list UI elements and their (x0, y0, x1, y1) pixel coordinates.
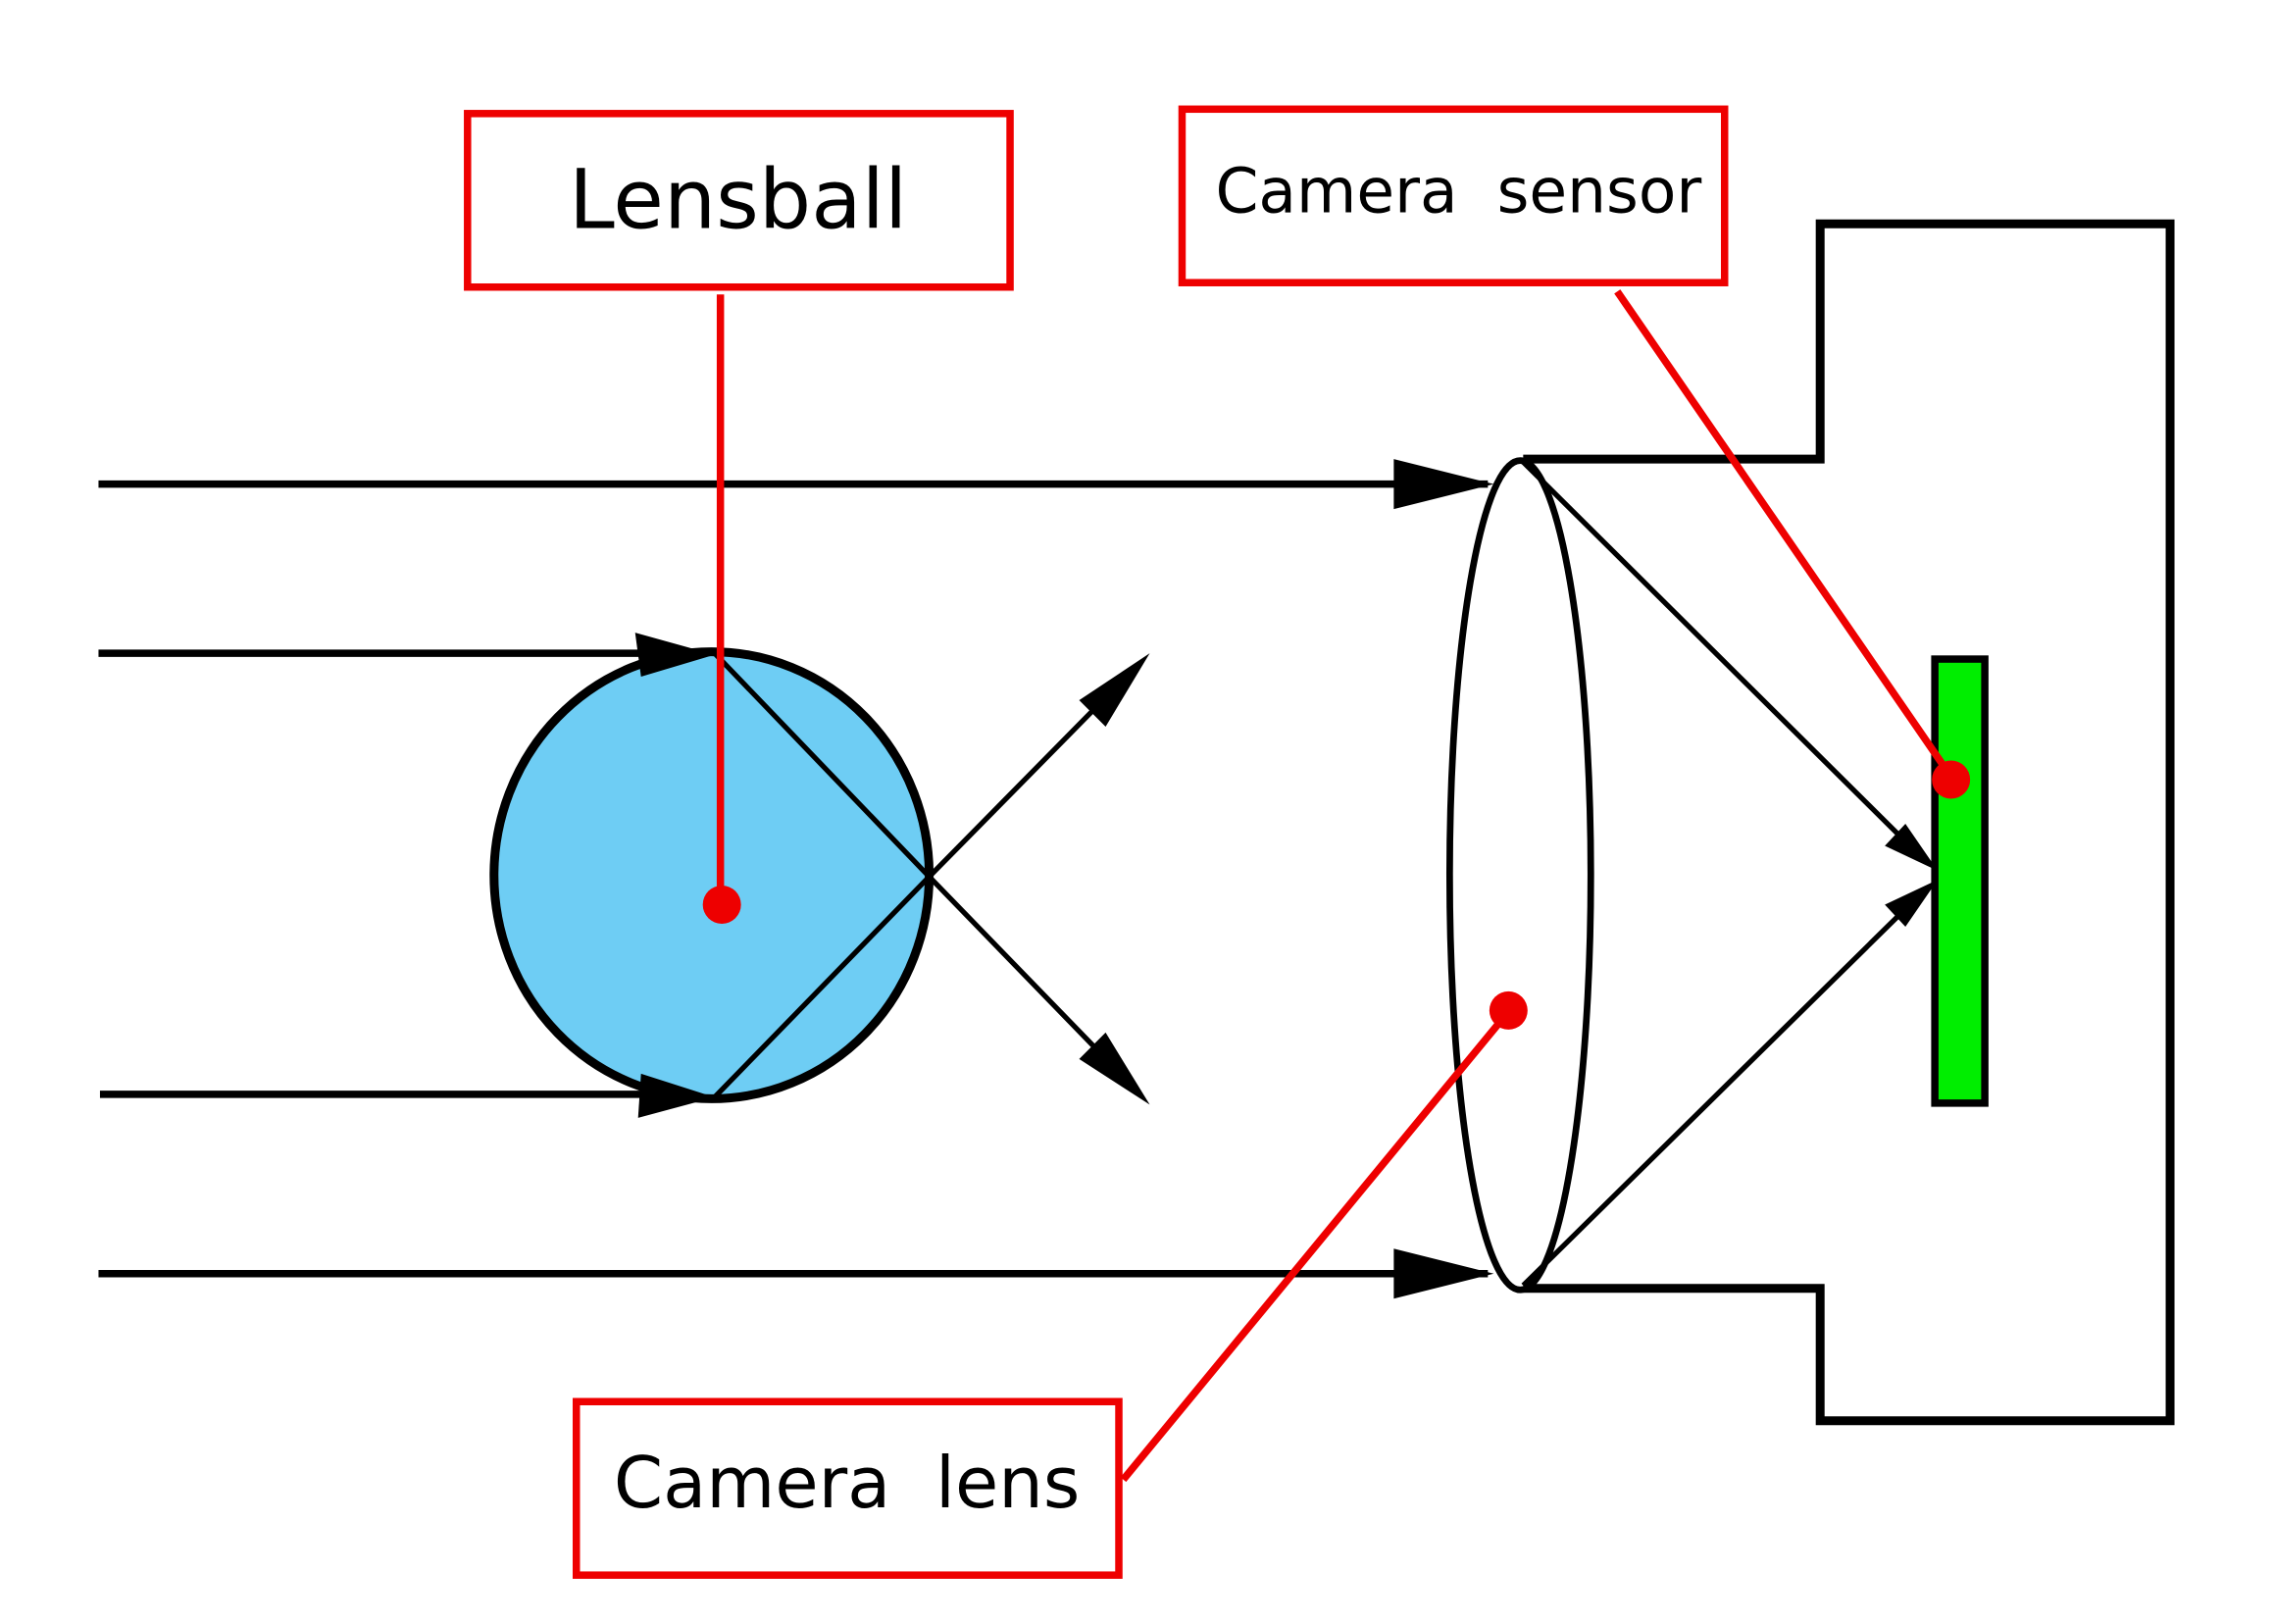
camera-sensor-label: Camera sensor (1215, 155, 1701, 227)
arrowhead-diverging-down (1079, 1032, 1150, 1105)
lensball-dot (702, 885, 741, 924)
camera-lens (1445, 457, 1594, 1294)
camera-body (1523, 219, 2175, 1426)
camera-sensor-callout-box (1178, 105, 1729, 286)
camera-lens-label: Camera lens (614, 1442, 1080, 1524)
ray-through-ball-1 (712, 651, 932, 879)
lensball (489, 647, 934, 1103)
camera-sensor-callout: Camera sensor (1178, 105, 1729, 286)
arrowhead-converging-bottom (1885, 879, 1939, 927)
lensball-callout-box (464, 110, 1014, 291)
camera-sensor-dot (1932, 760, 1971, 799)
camera-lens-callout-box (572, 1397, 1123, 1579)
converging-rays (1521, 460, 1920, 1288)
arrowhead-upper-middle-ray (634, 633, 715, 678)
incoming-rays (98, 480, 1489, 1278)
camera-lens-callout: Camera lens (572, 1397, 1123, 1579)
callout-leaders (716, 289, 1954, 1483)
arrowhead-lower-middle-ray (637, 1073, 715, 1118)
converging-ray-top (1521, 460, 1920, 855)
arrowhead-bottom-ray (1393, 1248, 1494, 1299)
callout-dots (702, 760, 1971, 1030)
lensball-callout: Lensball (464, 110, 1014, 291)
arrowhead-converging-top (1885, 823, 1939, 871)
camera-lens-leader (1120, 1011, 1510, 1483)
lensball-rays (712, 651, 1123, 1099)
lensball-label: Lensball (569, 152, 907, 248)
camera-sensor (1931, 655, 1989, 1107)
diverging-ray-down (927, 875, 1123, 1076)
camera-sensor-leader (1614, 289, 1954, 780)
ray-through-ball-2 (712, 875, 932, 1099)
arrowhead-diverging-up (1079, 653, 1150, 728)
converging-ray-bottom (1521, 895, 1919, 1288)
arrowheads (634, 459, 1939, 1299)
camera-lens-dot (1489, 990, 1528, 1030)
diverging-ray-up (927, 681, 1123, 879)
arrowhead-top-ray (1393, 459, 1494, 510)
